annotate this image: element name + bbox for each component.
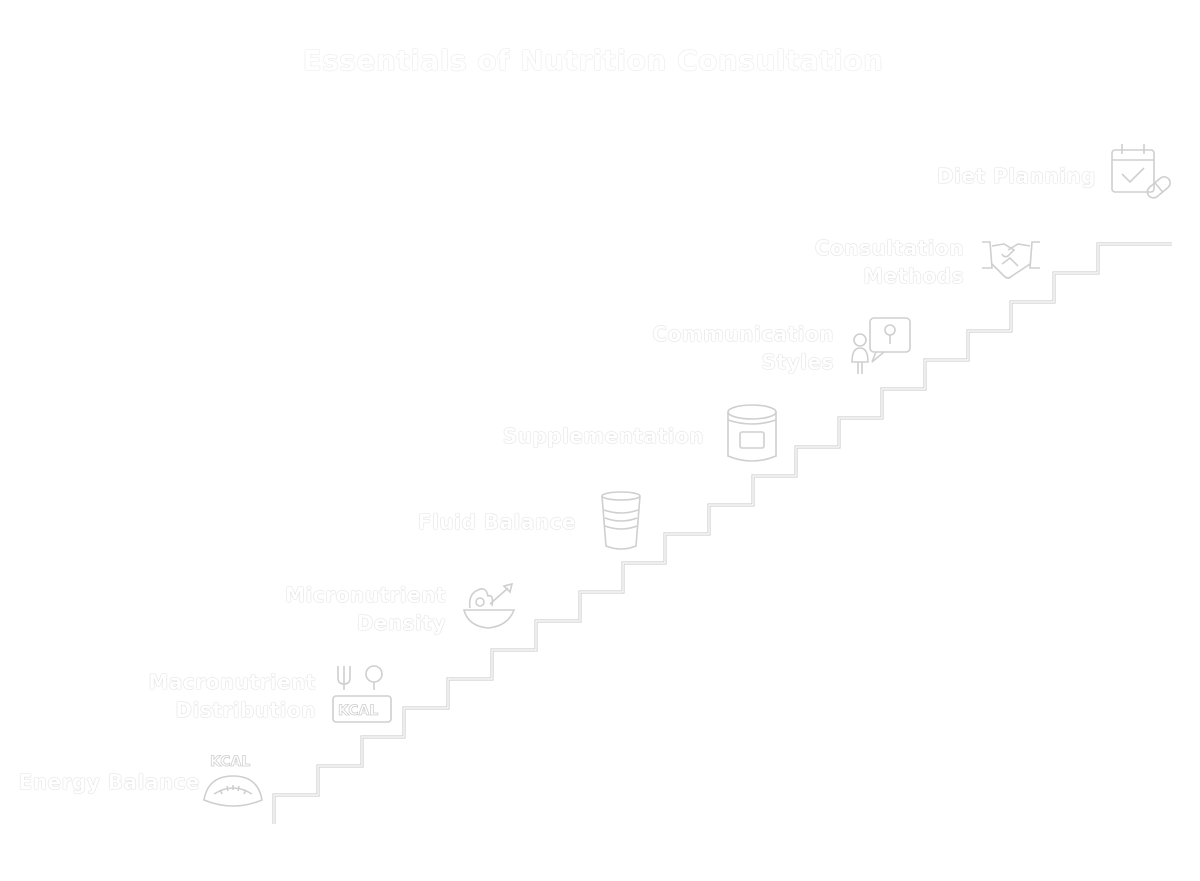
step-label-consultation-methods: Consultation Methods xyxy=(815,234,964,290)
step-label-supplementation: Supplementation xyxy=(503,422,704,450)
step-label-line: Diet Planning xyxy=(937,164,1096,188)
step-label-micronutrient-density: Micronutrient Density xyxy=(285,581,446,637)
calendar-pill-icon xyxy=(1108,142,1174,204)
step-label-energy-balance: Energy Balance xyxy=(19,768,200,796)
step-label-diet-planning: Diet Planning xyxy=(937,162,1096,190)
step-label-fluid-balance: Fluid Balance xyxy=(418,508,576,536)
step-label-line: Energy Balance xyxy=(18,770,200,794)
fork-kcal-text: KCAL xyxy=(338,703,378,719)
person-speech-icon xyxy=(848,316,914,378)
fork-kcal-icon: KCAL xyxy=(330,660,396,726)
supplement-jar-icon xyxy=(724,402,780,466)
step-label-communication-styles: Communication Styles xyxy=(652,320,834,376)
step-label-line: Macronutrient xyxy=(148,670,316,694)
step-label-line: Communication xyxy=(652,322,834,346)
scale-kcal-icon: KCAL xyxy=(200,746,266,812)
diagram-title: Essentials of Nutrition Consultation xyxy=(302,44,884,77)
scale-kcal-text: KCAL xyxy=(210,754,250,770)
step-label-line: Methods xyxy=(863,264,964,288)
step-label-line: Styles xyxy=(761,350,834,374)
water-glass-icon xyxy=(598,490,644,552)
step-label-line: Distribution xyxy=(175,698,316,722)
step-label-line: Supplementation xyxy=(502,424,704,448)
step-label-macronutrient-distribution: Macronutrient Distribution xyxy=(149,668,316,724)
step-label-line: Consultation xyxy=(814,236,964,260)
step-label-line: Micronutrient xyxy=(285,583,446,607)
salad-bowl-icon xyxy=(460,580,522,632)
step-label-line: Fluid Balance xyxy=(417,510,576,534)
handshake-icon xyxy=(978,234,1044,284)
step-label-line: Density xyxy=(356,611,446,635)
